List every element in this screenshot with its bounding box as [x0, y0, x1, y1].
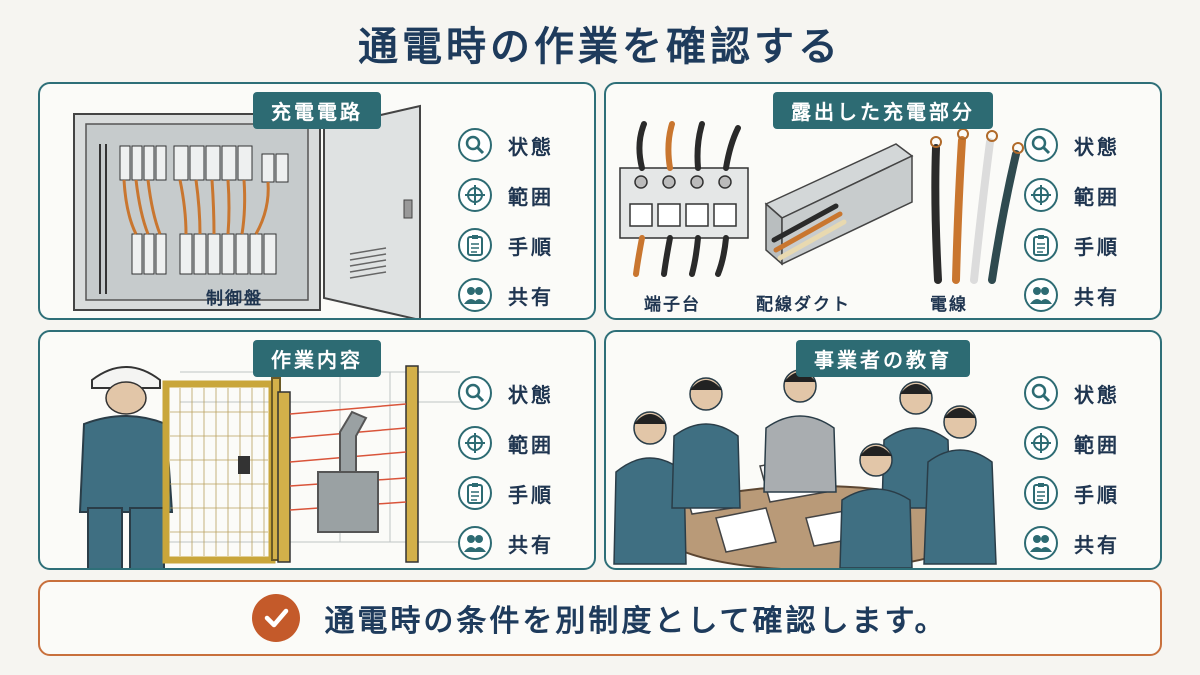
check-list: 状態 範囲 手順 共有: [458, 120, 568, 318]
check-item-procedure: 手順: [1024, 220, 1134, 270]
check-item-label: 範囲: [1074, 184, 1120, 209]
check-item-label: 共有: [508, 284, 554, 309]
clipboard-icon: [1024, 228, 1058, 262]
check-item-scope: 範囲: [458, 418, 568, 468]
check-item-label: 手順: [508, 482, 554, 507]
caption-control-panel: 制御盤: [206, 289, 263, 309]
check-item-label: 手順: [1074, 482, 1120, 507]
check-item-status: 状態: [458, 368, 568, 418]
check-item-label: 状態: [1074, 134, 1120, 159]
people-icon: [458, 278, 492, 312]
check-item-scope: 範囲: [1024, 170, 1134, 220]
check-item-label: 状態: [508, 382, 554, 407]
check-item-label: 共有: [1074, 532, 1120, 557]
exposed-parts-illustration: [619, 121, 1024, 284]
check-item-label: 共有: [1074, 284, 1120, 309]
magnifier-icon: [1024, 376, 1058, 410]
check-item-label: 範囲: [508, 184, 554, 209]
caption-wiring-duct: 配線ダクト: [756, 295, 851, 315]
check-item-share: 共有: [1024, 270, 1134, 318]
check-item-scope: 範囲: [458, 170, 568, 220]
check-item-label: 範囲: [1074, 432, 1120, 457]
check-item-procedure: 手順: [1024, 468, 1134, 518]
magnifier-icon: [1024, 128, 1058, 162]
check-list: 状態 範囲 手順 共有: [458, 368, 568, 568]
people-icon: [1024, 278, 1058, 312]
check-item-scope: 範囲: [1024, 418, 1134, 468]
magnifier-icon: [458, 376, 492, 410]
check-item-label: 手順: [1074, 234, 1120, 259]
check-item-share: 共有: [1024, 518, 1134, 568]
panel-work-content: 作業内容 状態 範囲 手順 共有: [38, 330, 596, 570]
check-item-label: 範囲: [508, 432, 554, 457]
panel-title-employer-education: 事業者の教育: [796, 340, 970, 377]
check-item-status: 状態: [458, 120, 568, 170]
check-list: 状態 範囲 手順 共有: [1024, 120, 1134, 318]
education-meeting-illustration: [613, 369, 997, 568]
footer-message: 通電時の条件を別制度として確認します。: [324, 604, 948, 639]
crosshair-icon: [458, 426, 492, 460]
checkmark-icon: [252, 594, 301, 642]
magnifier-icon: [458, 128, 492, 162]
people-icon: [1024, 526, 1058, 560]
check-item-label: 状態: [1074, 382, 1120, 407]
caption-electric-wire: 電線: [930, 295, 968, 315]
panel-live-circuit: 充電電路 制御盤 状態 範囲 手順 共有: [38, 82, 596, 320]
page-title: 通電時の作業を確認する: [358, 24, 842, 70]
footer-confirmation: 通電時の条件を別制度として確認します。: [38, 580, 1162, 656]
panel-employer-education: 事業者の教育 状態 範囲 手順 共有: [604, 330, 1162, 570]
check-item-procedure: 手順: [458, 468, 568, 518]
check-item-share: 共有: [458, 518, 568, 568]
check-list: 状態 範囲 手順 共有: [1024, 368, 1134, 568]
panel-title-exposed-parts: 露出した充電部分: [773, 92, 993, 129]
check-item-label: 手順: [508, 234, 554, 259]
caption-terminal-block: 端子台: [644, 295, 701, 315]
check-item-status: 状態: [1024, 368, 1134, 418]
check-item-label: 状態: [508, 134, 554, 159]
check-item-share: 共有: [458, 270, 568, 318]
clipboard-icon: [458, 476, 492, 510]
check-item-status: 状態: [1024, 120, 1134, 170]
crosshair-icon: [1024, 178, 1058, 212]
crosshair-icon: [1024, 426, 1058, 460]
clipboard-icon: [458, 228, 492, 262]
clipboard-icon: [1024, 476, 1058, 510]
panel-exposed-parts: 露出した充電部分 端子台 配線ダクト 電線 状態 範囲 手順 共有: [604, 82, 1162, 320]
check-item-procedure: 手順: [458, 220, 568, 270]
panel-title-live-circuit: 充電電路: [253, 92, 381, 129]
control-panel-illustration: [73, 104, 421, 318]
panel-title-work-content: 作業内容: [253, 340, 381, 377]
people-icon: [458, 526, 492, 560]
crosshair-icon: [458, 178, 492, 212]
check-item-label: 共有: [508, 532, 554, 557]
work-content-illustration: [78, 365, 480, 568]
